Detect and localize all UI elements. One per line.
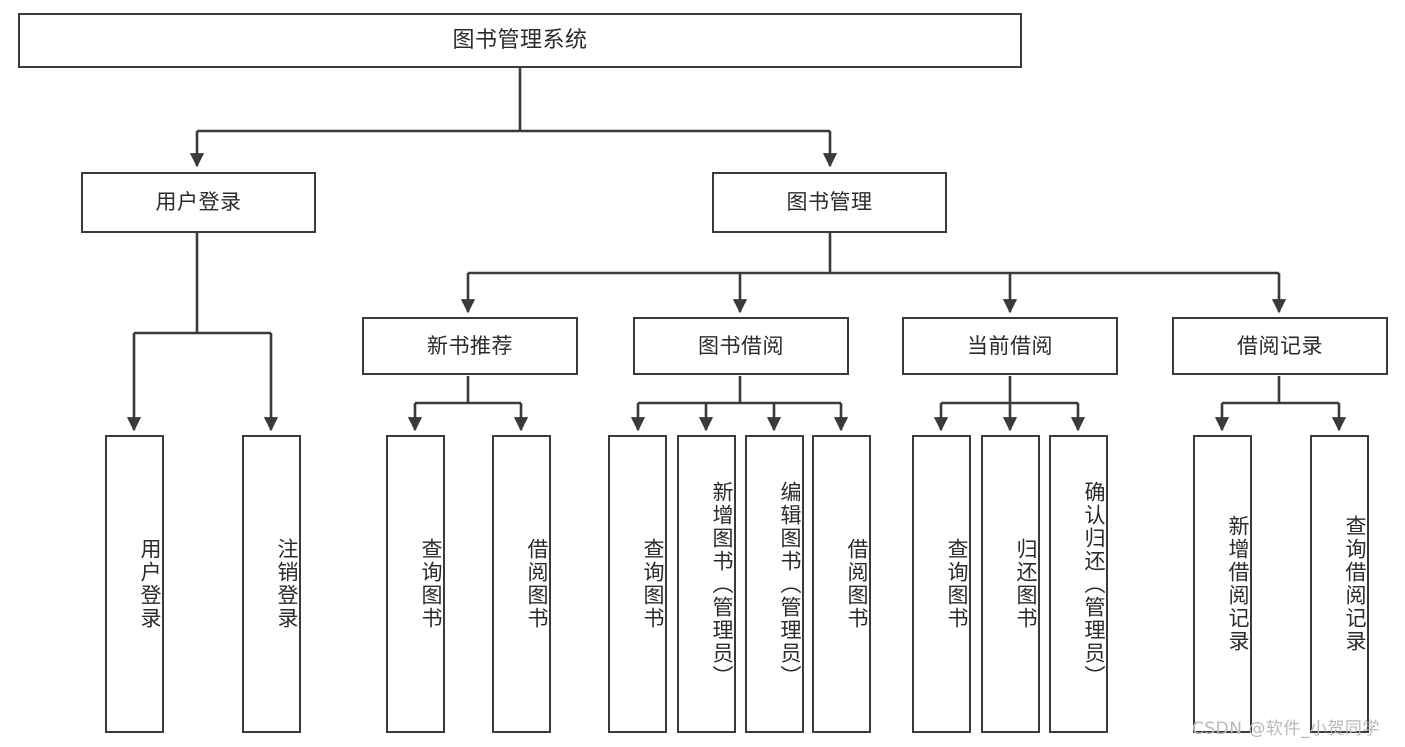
node-current-borrow[interactable]: 当前借阅 (902, 317, 1118, 375)
node-leaf-query-record-label: 查询借阅记录 (1343, 515, 1367, 653)
node-leaf-return-book[interactable]: 归还图书 (981, 435, 1040, 733)
node-leaf-edit-book[interactable]: 编辑图书（管理员） (745, 435, 804, 733)
node-book-manage[interactable]: 图书管理 (712, 172, 947, 233)
node-book-borrow-label: 图书借阅 (698, 333, 784, 358)
node-book-borrow[interactable]: 图书借阅 (633, 317, 849, 375)
node-leaf-query-book-3-label: 查询图书 (945, 538, 969, 630)
node-leaf-return-book-label: 归还图书 (1014, 538, 1038, 630)
node-current-borrow-label: 当前借阅 (967, 333, 1053, 358)
node-leaf-confirm-return-label: 确认归还（管理员） (1082, 480, 1106, 688)
node-leaf-logout-label: 注销登录 (275, 538, 299, 630)
node-root-label: 图书管理系统 (452, 27, 588, 53)
node-root[interactable]: 图书管理系统 (18, 13, 1022, 68)
node-user-login-label: 用户登录 (155, 190, 242, 215)
node-leaf-query-book-2[interactable]: 查询图书 (608, 435, 667, 733)
node-leaf-add-book-label: 新增图书（管理员） (710, 480, 734, 688)
node-leaf-user-login[interactable]: 用户登录 (105, 435, 164, 733)
node-leaf-add-record-label: 新增借阅记录 (1226, 515, 1250, 653)
node-leaf-query-book-1-label: 查询图书 (419, 538, 443, 630)
csdn-watermark: CSDN @软件_小贺同学 (1192, 719, 1380, 739)
node-user-login[interactable]: 用户登录 (81, 172, 316, 233)
node-borrow-record-label: 借阅记录 (1237, 333, 1323, 358)
node-leaf-confirm-return[interactable]: 确认归还（管理员） (1049, 435, 1108, 733)
node-borrow-record[interactable]: 借阅记录 (1172, 317, 1388, 375)
node-leaf-add-record[interactable]: 新增借阅记录 (1193, 435, 1252, 733)
node-leaf-borrow-book-1-label: 借阅图书 (525, 538, 549, 630)
node-book-manage-label: 图书管理 (786, 190, 873, 215)
node-leaf-add-book[interactable]: 新增图书（管理员） (677, 435, 736, 733)
node-new-book-recommend-label: 新书推荐 (427, 333, 513, 358)
node-leaf-query-book-2-label: 查询图书 (641, 538, 665, 630)
node-leaf-query-book-3[interactable]: 查询图书 (912, 435, 971, 733)
node-new-book-recommend[interactable]: 新书推荐 (362, 317, 578, 375)
node-leaf-borrow-book-1[interactable]: 借阅图书 (492, 435, 551, 733)
node-leaf-user-login-label: 用户登录 (138, 538, 162, 630)
node-leaf-borrow-book-2-label: 借阅图书 (845, 538, 869, 630)
node-leaf-query-record[interactable]: 查询借阅记录 (1310, 435, 1369, 733)
node-leaf-borrow-book-2[interactable]: 借阅图书 (812, 435, 871, 733)
node-leaf-edit-book-label: 编辑图书（管理员） (778, 480, 802, 688)
node-leaf-logout[interactable]: 注销登录 (242, 435, 301, 733)
node-leaf-query-book-1[interactable]: 查询图书 (386, 435, 445, 733)
